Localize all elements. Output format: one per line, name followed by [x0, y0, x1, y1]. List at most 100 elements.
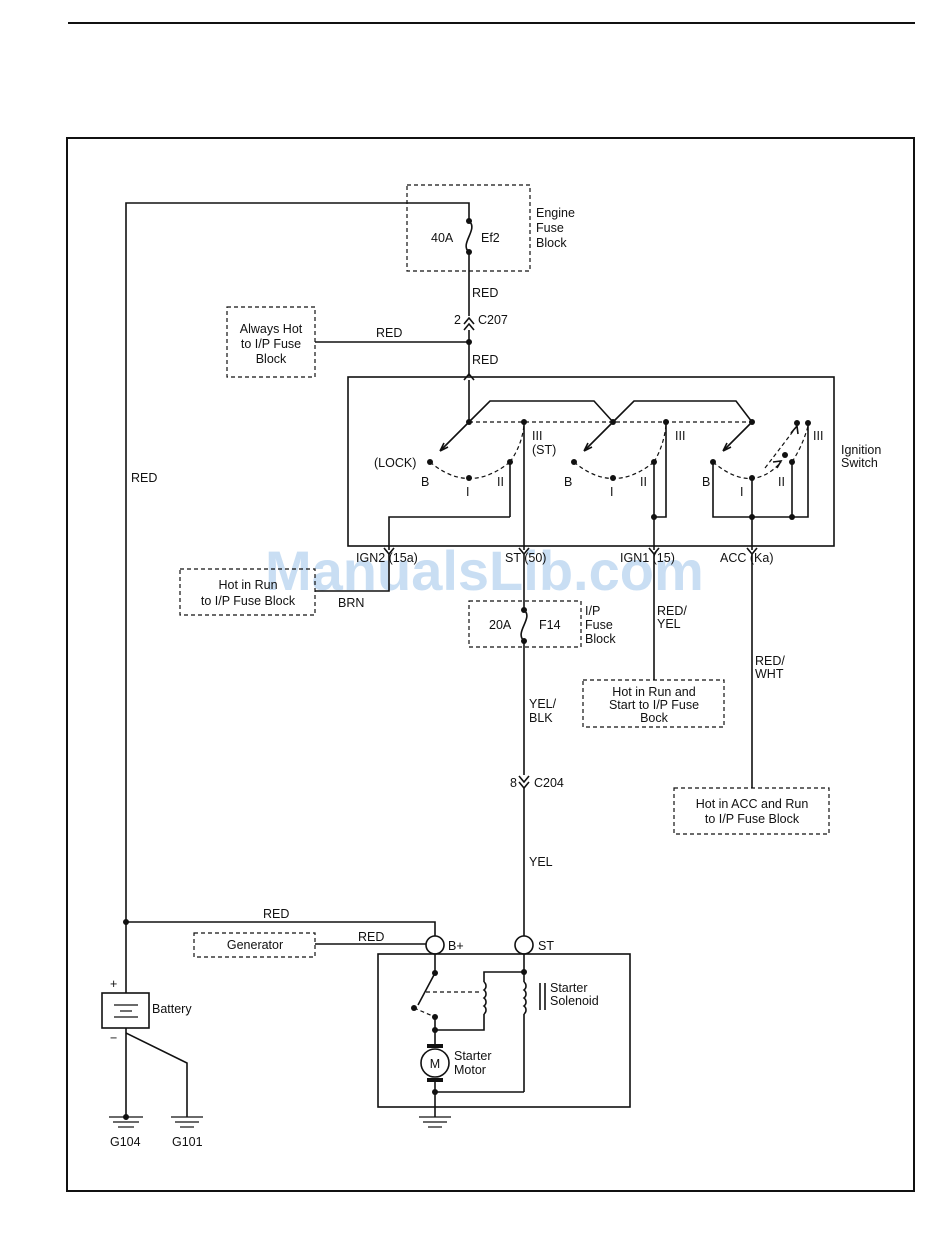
- lock-label: (LOCK): [374, 456, 416, 470]
- starter-ground-icon: [419, 1116, 451, 1128]
- motor-label-1: Starter: [454, 1049, 492, 1063]
- battery-label: Battery: [152, 1002, 192, 1016]
- svg-text:Hot in Run: Hot in Run: [218, 578, 277, 592]
- wire-label-yel: YEL: [529, 855, 553, 869]
- svg-text:Start to I/P Fuse: Start to I/P Fuse: [609, 698, 699, 712]
- switch-contact-2-icon: [583, 421, 614, 452]
- wire-label-red-3: RED: [472, 353, 498, 367]
- motor-symbol: M: [430, 1057, 440, 1071]
- ground-g101-label: G101: [172, 1135, 203, 1149]
- ground-g101-icon: [171, 1116, 203, 1128]
- wire-label-yel-blk-1: YEL/: [529, 697, 557, 711]
- b-plus-label: B+: [448, 939, 464, 953]
- wire-label-red-2: RED: [376, 326, 402, 340]
- wire-label-red-4: RED: [263, 907, 289, 921]
- switch-contact-1-icon: [439, 421, 470, 452]
- battery-to-starter-wire: [126, 921, 436, 936]
- svg-text:II: II: [778, 475, 785, 489]
- svg-text:Fuse: Fuse: [585, 618, 613, 632]
- battery-plus: +: [110, 977, 117, 991]
- wire-label-red-1: RED: [472, 286, 498, 300]
- battery-minus: −: [110, 1031, 117, 1045]
- generator-label: Generator: [227, 938, 283, 952]
- ign2-wire: [315, 554, 390, 592]
- svg-text:to I/P Fuse: to I/P Fuse: [241, 337, 301, 351]
- c204-label: C204: [534, 776, 564, 790]
- ip-fuse-id: F14: [539, 618, 561, 632]
- svg-text:B: B: [564, 475, 572, 489]
- ground-g104-icon: [109, 1116, 143, 1128]
- svg-text:Bock: Bock: [640, 711, 669, 725]
- ignition-title-1: Ignition: [841, 443, 881, 457]
- terminal-ign2: IGN2 (15a): [356, 551, 418, 565]
- svg-text:Hot in ACC and Run: Hot in ACC and Run: [696, 797, 809, 811]
- svg-text:B: B: [702, 475, 710, 489]
- diagram-frame: [66, 137, 915, 1192]
- switch-contact-3-icon: [722, 421, 753, 452]
- st-position-label: (ST): [532, 443, 556, 457]
- hold-in-coil-icon: [522, 981, 527, 1015]
- hot-acc-run-box: Hot in ACC and Run to I/P Fuse Block: [673, 787, 830, 835]
- wire-label-red-yel-2: YEL: [657, 617, 681, 631]
- svg-text:II: II: [497, 475, 504, 489]
- ip-fuse-rating: 20A: [489, 618, 512, 632]
- svg-text:III: III: [813, 429, 823, 443]
- svg-text:I: I: [740, 485, 743, 499]
- svg-text:I: I: [610, 485, 613, 499]
- wire-label-brn: BRN: [338, 596, 364, 610]
- battery: + − Battery: [101, 977, 192, 1045]
- st-terminal-label: ST: [538, 939, 554, 953]
- svg-text:I/P: I/P: [585, 604, 600, 618]
- hot-in-run-box: Hot in Run to I/P Fuse Block: [179, 568, 316, 616]
- svg-text:III: III: [675, 429, 685, 443]
- svg-text:Block: Block: [585, 632, 616, 646]
- solenoid-label-2: Solenoid: [550, 994, 599, 1008]
- watermark: ManualsLib.com: [265, 539, 704, 602]
- st-terminal-icon: [514, 935, 534, 955]
- engine-fuse-block: 40A Ef2 Engine Fuse Block: [406, 184, 575, 272]
- starter-assembly: B+ ST Starter Solenoid M Starter Motor: [377, 935, 631, 1117]
- wire-label-red-wht-2: WHT: [755, 667, 784, 681]
- hot-run-start-box: Hot in Run and Start to I/P Fuse Bock: [582, 679, 725, 728]
- generator-box: Generator: [193, 932, 316, 958]
- switch-entry-arrow-icon: [463, 372, 475, 381]
- fuse-rating: 40A: [431, 231, 454, 245]
- svg-text:Block: Block: [256, 352, 287, 366]
- starter-motor-icon: [420, 1048, 450, 1078]
- wire-label-red-5: RED: [358, 930, 384, 944]
- ignition-title-2: Switch: [841, 456, 878, 470]
- fuse-id: Ef2: [481, 231, 500, 245]
- svg-text:to I/P Fuse Block: to I/P Fuse Block: [705, 812, 800, 826]
- svg-text:I: I: [466, 485, 469, 499]
- wire-label-red-left: RED: [131, 471, 157, 485]
- connector-c207-icon: [463, 316, 475, 331]
- b-plus-terminal-icon: [425, 935, 445, 955]
- pull-in-coil-icon: [482, 981, 487, 1015]
- svg-text:Always Hot: Always Hot: [240, 322, 303, 336]
- svg-text:II: II: [640, 475, 647, 489]
- terminal-st: ST (50): [505, 551, 546, 565]
- battery-main-wire: [125, 202, 470, 993]
- wire-label-red-yel-1: RED/: [657, 604, 687, 618]
- svg-text:Hot in Run and: Hot in Run and: [612, 685, 695, 699]
- c207-pin: 2: [454, 313, 461, 327]
- ip-fuse-block: 20A F14 I/P Fuse Block: [468, 600, 616, 648]
- terminal-ign1: IGN1 (15): [620, 551, 675, 565]
- fuse-block-title-3: Block: [536, 236, 567, 250]
- wire-label-red-wht-1: RED/: [755, 654, 785, 668]
- fuse-block-title-2: Fuse: [536, 221, 564, 235]
- c207-label: C207: [478, 313, 508, 327]
- fuse-block-title-1: Engine: [536, 206, 575, 220]
- always-hot-box: Always Hot to I/P Fuse Block: [226, 306, 316, 378]
- ground-g104-label: G104: [110, 1135, 141, 1149]
- svg-text:III: III: [532, 429, 542, 443]
- motor-label-2: Motor: [454, 1063, 486, 1077]
- terminal-acc: ACC (Ka): [720, 551, 773, 565]
- solenoid-label-1: Starter: [550, 981, 588, 995]
- svg-text:to I/P Fuse Block: to I/P Fuse Block: [201, 594, 296, 608]
- ignition-switch: Ignition Switch (LOCK) B I II III (ST): [347, 376, 881, 556]
- connector-c204-icon: [518, 775, 530, 790]
- svg-text:B: B: [421, 475, 429, 489]
- wire-label-yel-blk-2: BLK: [529, 711, 553, 725]
